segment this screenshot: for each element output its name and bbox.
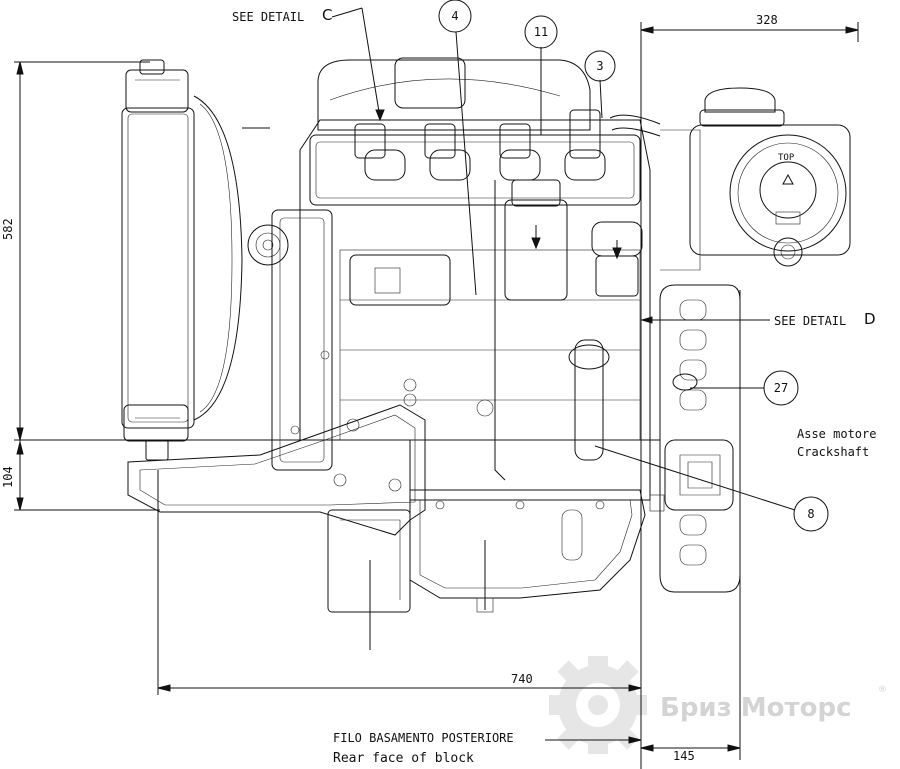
dimension-lines xyxy=(14,22,859,769)
balloon-4: 4 xyxy=(438,0,472,33)
oil-sump xyxy=(327,489,646,613)
crankshaft-axis-label-it: Asse motore xyxy=(797,427,876,441)
balloon-8: 8 xyxy=(793,496,829,532)
balloon-8-number: 8 xyxy=(807,507,814,521)
balloon-11-number: 11 xyxy=(534,25,548,39)
crankshaft-axis-label-en: Crackshaft xyxy=(797,445,869,459)
balloon-3-number: 3 xyxy=(596,59,603,73)
see-detail-c-label: SEE DETAIL xyxy=(232,10,304,24)
see-detail-c-letter: C xyxy=(322,6,332,24)
watermark-registered-mark: ® xyxy=(878,685,887,695)
watermark-text: Бриз Моторс xyxy=(660,693,852,723)
leader-lines xyxy=(331,7,796,511)
air-filter-top-tag: TOP xyxy=(778,153,795,163)
rear-face-label-en: Rear face of block xyxy=(333,751,474,766)
dimension-104: 104 xyxy=(1,466,15,488)
flywheel-housing xyxy=(649,284,741,593)
radiator xyxy=(121,59,289,461)
balloon-11: 11 xyxy=(524,15,558,49)
engine-block xyxy=(271,57,651,501)
dimension-145: 145 xyxy=(673,749,695,763)
see-detail-d-letter: D xyxy=(864,310,876,328)
see-detail-d-label: SEE DETAIL xyxy=(774,314,846,328)
balloon-27: 27 xyxy=(763,370,799,406)
balloon-27-number: 27 xyxy=(774,381,788,395)
dimension-328: 328 xyxy=(756,13,778,27)
dimension-582: 582 xyxy=(1,218,15,240)
watermark-logo xyxy=(549,656,647,754)
rear-face-label-it: FILO BASAMENTO POSTERIORE xyxy=(333,731,514,745)
balloon-4-number: 4 xyxy=(451,9,458,23)
balloon-3: 3 xyxy=(584,50,616,82)
dimension-740: 740 xyxy=(511,672,533,686)
air-filter xyxy=(609,87,851,271)
front-support-bracket xyxy=(127,393,426,536)
